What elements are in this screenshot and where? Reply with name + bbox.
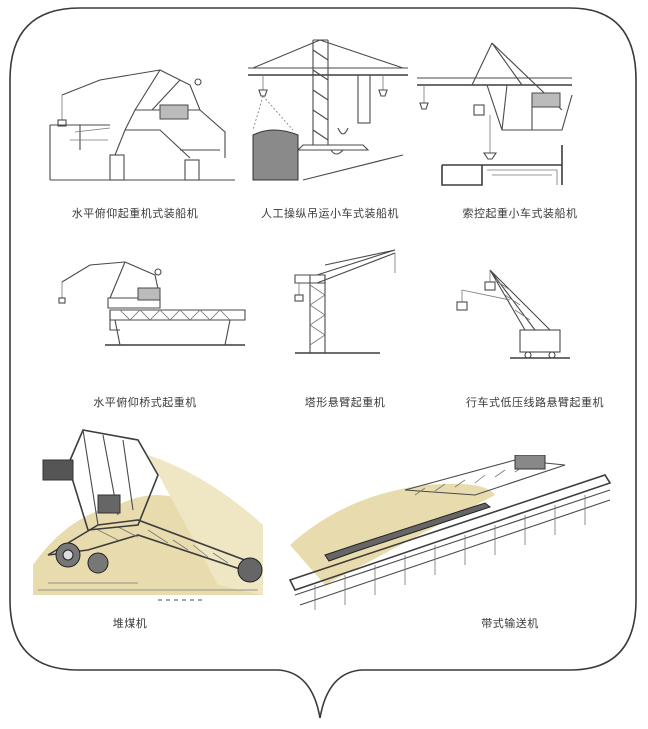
machine-level-luffing-bridge-crane xyxy=(50,250,250,360)
rope-trolley-ship-loader-icon xyxy=(417,42,573,186)
coal-stacker-icon xyxy=(33,429,263,601)
machine-rope-trolley-ship-loader xyxy=(412,35,582,190)
caption-coal-stacker: 堆煤机 xyxy=(112,617,148,630)
caption-level-luffing-bridge-crane: 水平俯仰桥式起重机 xyxy=(93,396,197,409)
tower-jib-crane-icon xyxy=(294,249,396,354)
caption-travelling-jib-crane: 行车式低压线路悬臂起重机 xyxy=(466,396,604,409)
caption-manual-trolley-ship-loader: 人工操纵吊运小车式装船机 xyxy=(261,207,399,220)
caption-rope-trolley-ship-loader: 索控起重小车式装船机 xyxy=(462,207,578,220)
caption-belt-conveyor: 带式输送机 xyxy=(481,617,539,630)
manual-trolley-ship-loader-icon xyxy=(248,39,408,181)
caption-tower-jib-crane: 塔形悬臂起重机 xyxy=(304,396,386,409)
machine-manual-trolley-ship-loader xyxy=(243,30,413,190)
caption-level-luffing-crane-ship-loader: 水平俯仰起重机式装船机 xyxy=(71,207,199,220)
machine-travelling-jib-crane xyxy=(450,260,580,365)
belt-conveyor-icon xyxy=(288,455,612,610)
level-luffing-crane-ship-loader-icon xyxy=(49,69,235,181)
machine-belt-conveyor xyxy=(285,455,615,615)
machine-level-luffing-crane-ship-loader xyxy=(40,40,240,190)
level-luffing-bridge-crane-icon xyxy=(58,261,246,346)
travelling-jib-crane-icon xyxy=(456,269,570,359)
machine-coal-stacker xyxy=(28,415,268,605)
machine-tower-jib-crane xyxy=(285,245,415,360)
